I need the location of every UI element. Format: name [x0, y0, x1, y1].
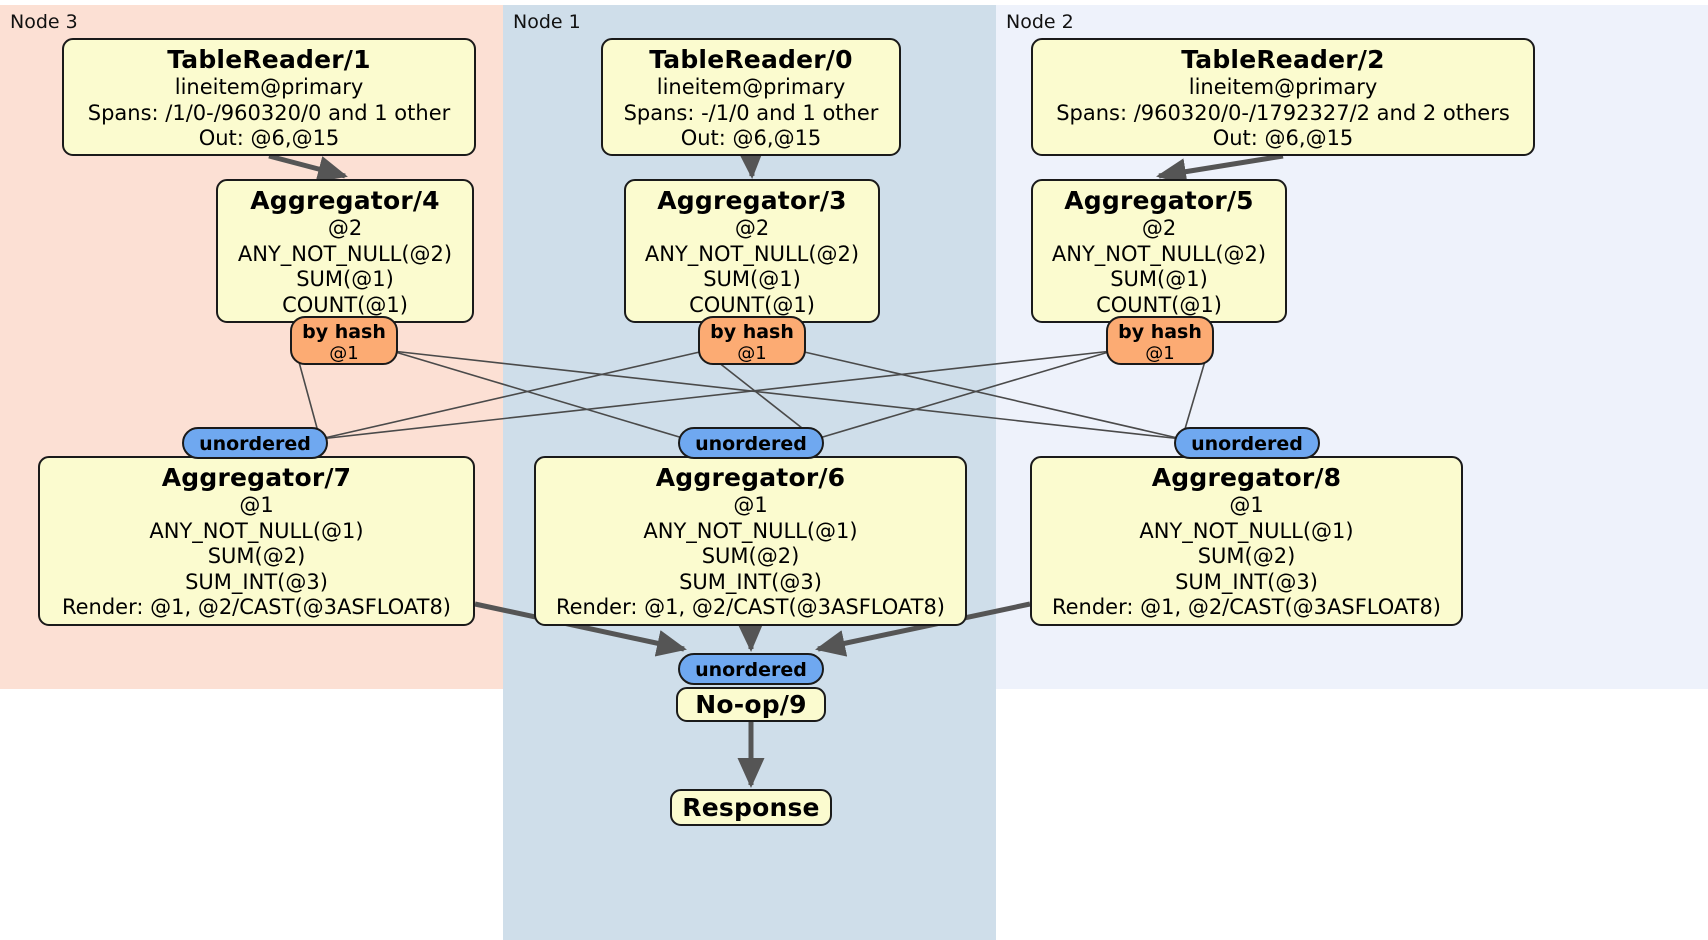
- edge-hash5-to-unordered8: [1181, 350, 1209, 440]
- unordered-synchronizer-pill-unordered-7[interactable]: unordered: [182, 427, 328, 459]
- edge-hash3-to-unordered8: [799, 350, 1183, 440]
- processor-title-response: Response: [682, 793, 820, 822]
- edge-hash5-to-unordered7: [319, 350, 1113, 440]
- edge-hash3-to-unordered7: [319, 350, 705, 440]
- hash-router-label: by hash: [1118, 321, 1202, 343]
- processor-detail-line: Spans: /960320/0-/1792327/2 and 2 others: [1056, 100, 1510, 125]
- processor-detail-line: SUM(@1): [1110, 267, 1208, 291]
- processor-detail-line: SUM(@2): [701, 544, 800, 568]
- processor-detail-line: SUM_INT(@3): [185, 569, 328, 594]
- processor-title-aggregator-3: Aggregator/3: [657, 186, 847, 215]
- processor-title-aggregator-7: Aggregator/7: [161, 463, 352, 492]
- edge-agg8-to-unordered9: [815, 601, 1031, 657]
- processor-detail-line: SUM(@2): [1197, 544, 1296, 568]
- processor-title-aggregator-6: Aggregator/6: [655, 463, 846, 492]
- hash-router-column: @1: [1145, 343, 1175, 364]
- edge-hash4-to-unordered7: [295, 350, 321, 440]
- processor-box-response[interactable]: Response: [670, 789, 832, 826]
- node-panel-label-node1: Node 1: [513, 11, 581, 33]
- processor-detail-line: ANY_NOT_NULL(@1): [643, 518, 858, 543]
- hash-router-pill-hash-4[interactable]: by hash@1: [290, 316, 398, 365]
- hash-router-pill-hash-3[interactable]: by hash@1: [698, 316, 806, 365]
- node-panel-label-node3: Node 3: [10, 11, 78, 33]
- processor-detail-line: SUM_INT(@3): [679, 569, 822, 594]
- processor-detail-line: SUM(@1): [703, 267, 801, 291]
- processor-detail-line: @1: [733, 493, 768, 517]
- processor-detail-line: Out: @6,@15: [680, 126, 822, 150]
- processor-detail-line: lineitem@primary: [656, 75, 846, 99]
- edge-hash5-to-unordered6: [815, 350, 1113, 440]
- hash-router-pill-hash-5[interactable]: by hash@1: [1106, 316, 1214, 365]
- processor-detail-line: lineitem@primary: [174, 75, 364, 99]
- processor-detail-line: @2: [327, 216, 363, 240]
- processor-detail-line: Render: @1, @2/CAST(@3ASFLOAT8): [61, 595, 452, 619]
- processor-detail-line: Spans: -/1/0 and 1 other: [623, 100, 879, 125]
- edge-tr0-to-agg3: [737, 148, 765, 179]
- processor-title-noop-9: No-op/9: [695, 690, 807, 719]
- processor-title-tablereader-1: TableReader/1: [167, 45, 371, 74]
- processor-detail-line: @1: [1229, 493, 1264, 517]
- processor-detail-line: ANY_NOT_NULL(@1): [1139, 518, 1354, 543]
- edge-hash3-to-unordered6: [703, 350, 817, 440]
- hash-router-label: by hash: [710, 321, 794, 343]
- processor-detail-line: ANY_NOT_NULL(@2): [1051, 241, 1267, 266]
- processor-detail-line: lineitem@primary: [1188, 75, 1378, 99]
- hash-router-column: @1: [737, 343, 767, 364]
- edge-hash4-to-unordered8: [391, 350, 1183, 440]
- processor-detail-line: Render: @1, @2/CAST(@3ASFLOAT8): [1051, 595, 1442, 619]
- processor-detail-line: @2: [734, 216, 770, 240]
- processor-title-aggregator-8: Aggregator/8: [1151, 463, 1342, 492]
- unordered-synchronizer-pill-unordered-9[interactable]: unordered: [678, 653, 824, 685]
- processor-title-tablereader-2: TableReader/2: [1181, 45, 1385, 74]
- processor-title-aggregator-5: Aggregator/5: [1064, 186, 1254, 215]
- processor-detail-line: ANY_NOT_NULL(@1): [149, 518, 364, 543]
- processor-detail-line: SUM_INT(@3): [1175, 569, 1318, 594]
- processor-detail-line: ANY_NOT_NULL(@2): [644, 241, 860, 266]
- processor-detail-line: Out: @6,@15: [1212, 126, 1354, 150]
- processor-detail-line: Render: @1, @2/CAST(@3ASFLOAT8): [555, 595, 946, 619]
- hash-router-label: by hash: [302, 321, 386, 343]
- processor-detail-line: Spans: /1/0-/960320/0 and 1 other: [87, 100, 451, 125]
- processor-detail-line: @1: [239, 493, 274, 517]
- edge-hash4-to-unordered6: [391, 350, 687, 440]
- processor-detail-line: SUM(@2): [207, 544, 306, 568]
- processor-detail-line: @2: [1141, 216, 1177, 240]
- edge-agg6-to-unordered9: [736, 621, 764, 652]
- processor-box-noop-9[interactable]: No-op/9: [676, 687, 826, 722]
- processor-title-aggregator-4: Aggregator/4: [250, 186, 440, 215]
- edge-agg7-to-unordered9: [474, 601, 687, 657]
- unordered-synchronizer-pill-unordered-6[interactable]: unordered: [678, 427, 824, 459]
- edge-tr1-to-agg4: [268, 153, 348, 183]
- node-panel-label-node2: Node 2: [1006, 11, 1074, 33]
- processor-detail-line: COUNT(@1): [282, 292, 408, 317]
- processor-detail-line: COUNT(@1): [689, 292, 815, 317]
- processor-detail-line: ANY_NOT_NULL(@2): [237, 241, 453, 266]
- processor-title-tablereader-0: TableReader/0: [649, 45, 853, 74]
- processor-detail-line: COUNT(@1): [1096, 292, 1222, 317]
- unordered-synchronizer-pill-unordered-8[interactable]: unordered: [1174, 427, 1320, 459]
- processor-detail-line: Out: @6,@15: [198, 126, 340, 150]
- processor-detail-line: SUM(@1): [296, 267, 394, 291]
- hash-router-column: @1: [329, 343, 359, 364]
- edge-tr2-to-agg5: [1156, 153, 1284, 186]
